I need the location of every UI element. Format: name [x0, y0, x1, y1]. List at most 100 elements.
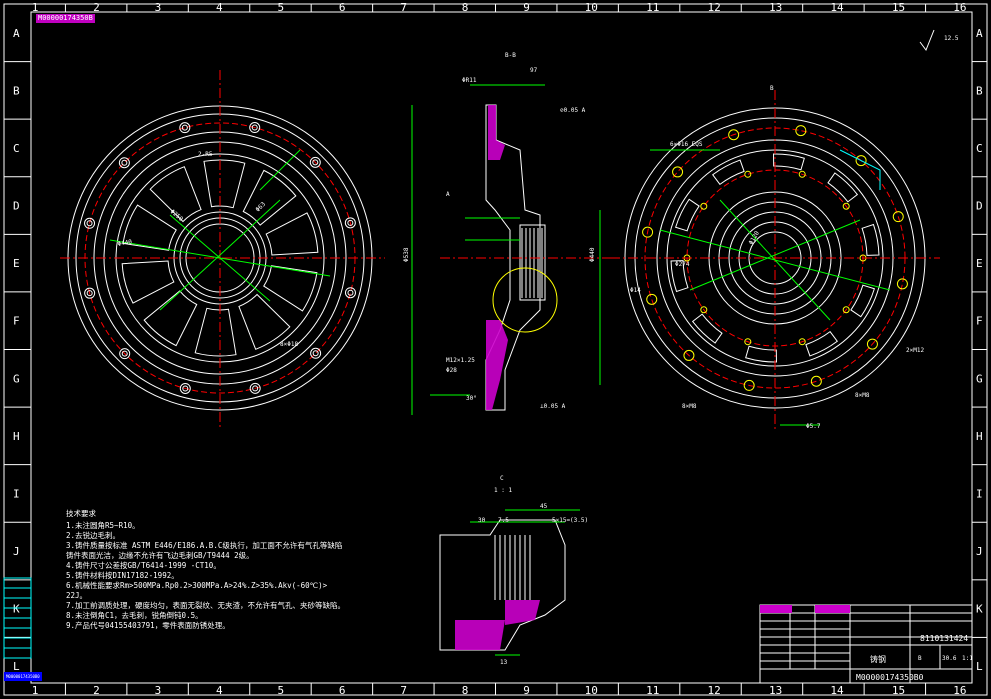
bolt-hole: [118, 157, 130, 169]
svg-text:Φ274: Φ274: [675, 261, 690, 268]
note-line: 铸件表面光洁，边缘不允许有飞边毛刺GB/T9444 2级。: [66, 550, 254, 560]
spoke-window: [149, 166, 202, 223]
bolt-hole: [84, 217, 96, 229]
detail-c-view: C 1 : 1 30 7.5 45 5×15=(3.5) 13: [439, 475, 588, 666]
bolt-hole: [310, 347, 322, 359]
svg-text:Φ538: Φ538: [403, 247, 410, 262]
inner-hole: [798, 170, 806, 178]
row-label: D: [13, 200, 20, 213]
row-label: H: [976, 430, 983, 443]
bolt-hole: [896, 278, 908, 290]
svg-text:5×15=(3.5): 5×15=(3.5): [552, 517, 588, 524]
section-bb-view: B-B Φ538 Φ440 97 ΦR11 ⊘0.05 A M12×1.25 Φ: [403, 52, 610, 415]
title-block: [759, 604, 973, 684]
svg-text:30°: 30°: [466, 395, 477, 402]
note-line: 1.未注圆角R5~R10。: [66, 520, 140, 530]
bolt-hole-inner: [181, 124, 188, 131]
bolt-hole: [672, 166, 684, 178]
bolt-hole: [810, 375, 822, 387]
col-label: 7: [400, 1, 407, 14]
row-label: B: [13, 84, 20, 97]
svg-text:A: A: [446, 191, 450, 198]
bolt-hole: [866, 338, 878, 350]
row-label: D: [976, 200, 983, 213]
note-line: 3.铸件质量按标准 ASTM E446/E186.A.B.C级执行，加工面不允许…: [66, 540, 342, 550]
col-label: 11: [646, 684, 659, 697]
left-spokes: [121, 159, 319, 357]
bolt-hole: [646, 293, 658, 305]
row-label: K: [13, 603, 20, 616]
row-label: J: [976, 545, 983, 558]
col-label: 2: [93, 684, 100, 697]
col-label: 2: [93, 1, 100, 14]
row-label: C: [976, 142, 983, 155]
bolt-hole-inner: [86, 220, 93, 227]
note-line: 5.铸件材料按DIN17182-1992。: [66, 570, 179, 580]
col-label: 1: [32, 684, 39, 697]
svg-text:Φ5.7: Φ5.7: [806, 423, 821, 430]
inner-hole: [744, 338, 752, 346]
bolt-hole-inner: [312, 159, 319, 166]
note-line: 7.加工前调质处理，硬度均匀，表面无裂纹、无夹渣，不允许有气孔、夹砂等缺陷。: [66, 600, 345, 610]
inner-hole: [744, 170, 752, 178]
roughness-symbol: 12.5: [919, 29, 959, 52]
svg-text:8×M8: 8×M8: [855, 392, 870, 399]
left-front-view: Φ440 Φ250 Φ63 2-R5 8×Φ18: [60, 70, 385, 430]
svg-text:M12×1.25: M12×1.25: [446, 357, 475, 364]
row-label: L: [976, 660, 983, 673]
svg-text:Φ440: Φ440: [589, 247, 596, 262]
row-label: I: [13, 487, 20, 500]
detail-c-scale: 1 : 1: [494, 487, 512, 494]
row-label: E: [13, 257, 20, 270]
bolt-hole-inner: [121, 159, 128, 166]
slot: [850, 284, 875, 318]
bolt-hole: [119, 348, 131, 360]
note-line: 4.铸件尺寸公差按GB/T6414-1999 -CT10。: [66, 560, 221, 570]
slot: [773, 153, 805, 171]
spoke-window: [263, 265, 318, 312]
note-line: 6.机械性能要求Rm>500MPa.Rp0.2>300MPa.A>24%.Z>3…: [66, 580, 328, 590]
bolt-hole: [743, 379, 755, 391]
col-label: 13: [769, 1, 782, 14]
roughness-value: 12.5: [944, 35, 959, 42]
col-label: 10: [585, 1, 598, 14]
svg-text:Φ440: Φ440: [117, 238, 133, 247]
notes-title: 技术要求: [66, 508, 96, 518]
col-label: 4: [216, 1, 223, 14]
right-rear-view: 6×Φ16 EQS Φ274 Φ120 Φ14 2×M12 8×M8 8×M8 …: [610, 85, 940, 430]
svg-text:Φ14: Φ14: [630, 287, 641, 294]
col-label: 10: [585, 684, 598, 697]
bolt-hole: [855, 155, 867, 167]
row-label: J: [13, 545, 20, 558]
note-line: 9.产品代号04155403791，零件表面防锈处理。: [66, 620, 230, 630]
svg-text:45: 45: [540, 503, 548, 510]
bolt-hole: [249, 122, 261, 134]
grid-ticks: [4, 4, 987, 695]
row-label: B: [976, 84, 983, 97]
slot: [861, 223, 880, 256]
svg-text:ΦR11: ΦR11: [462, 77, 477, 84]
right-holes: [642, 125, 908, 391]
svg-text:6×Φ16 EQS: 6×Φ16 EQS: [670, 141, 703, 148]
svg-text:7.5: 7.5: [498, 517, 509, 524]
left-stamp-label: M00000174350B0: [4, 672, 42, 681]
svg-text:2-R5: 2-R5: [198, 151, 213, 158]
col-label: 3: [155, 684, 162, 697]
bolt-hole: [892, 211, 904, 223]
inner-hole: [798, 338, 806, 346]
col-label: 11: [646, 1, 659, 14]
bolt-hole: [344, 287, 356, 299]
left-revision-stamp: [3, 577, 32, 659]
col-label: 6: [339, 684, 346, 697]
row-label: G: [13, 372, 20, 385]
col-label: 6: [339, 1, 346, 14]
col-label: 8: [462, 1, 469, 14]
svg-text:2×M12: 2×M12: [906, 347, 924, 354]
title-sheet: B: [918, 655, 922, 662]
bolt-hole-inner: [251, 124, 258, 131]
title-weight: 30.6: [942, 655, 957, 662]
title-drawing-no: M00000174350B0: [856, 673, 924, 682]
col-label: 4: [216, 684, 223, 697]
detail-c-label: C: [500, 475, 504, 482]
